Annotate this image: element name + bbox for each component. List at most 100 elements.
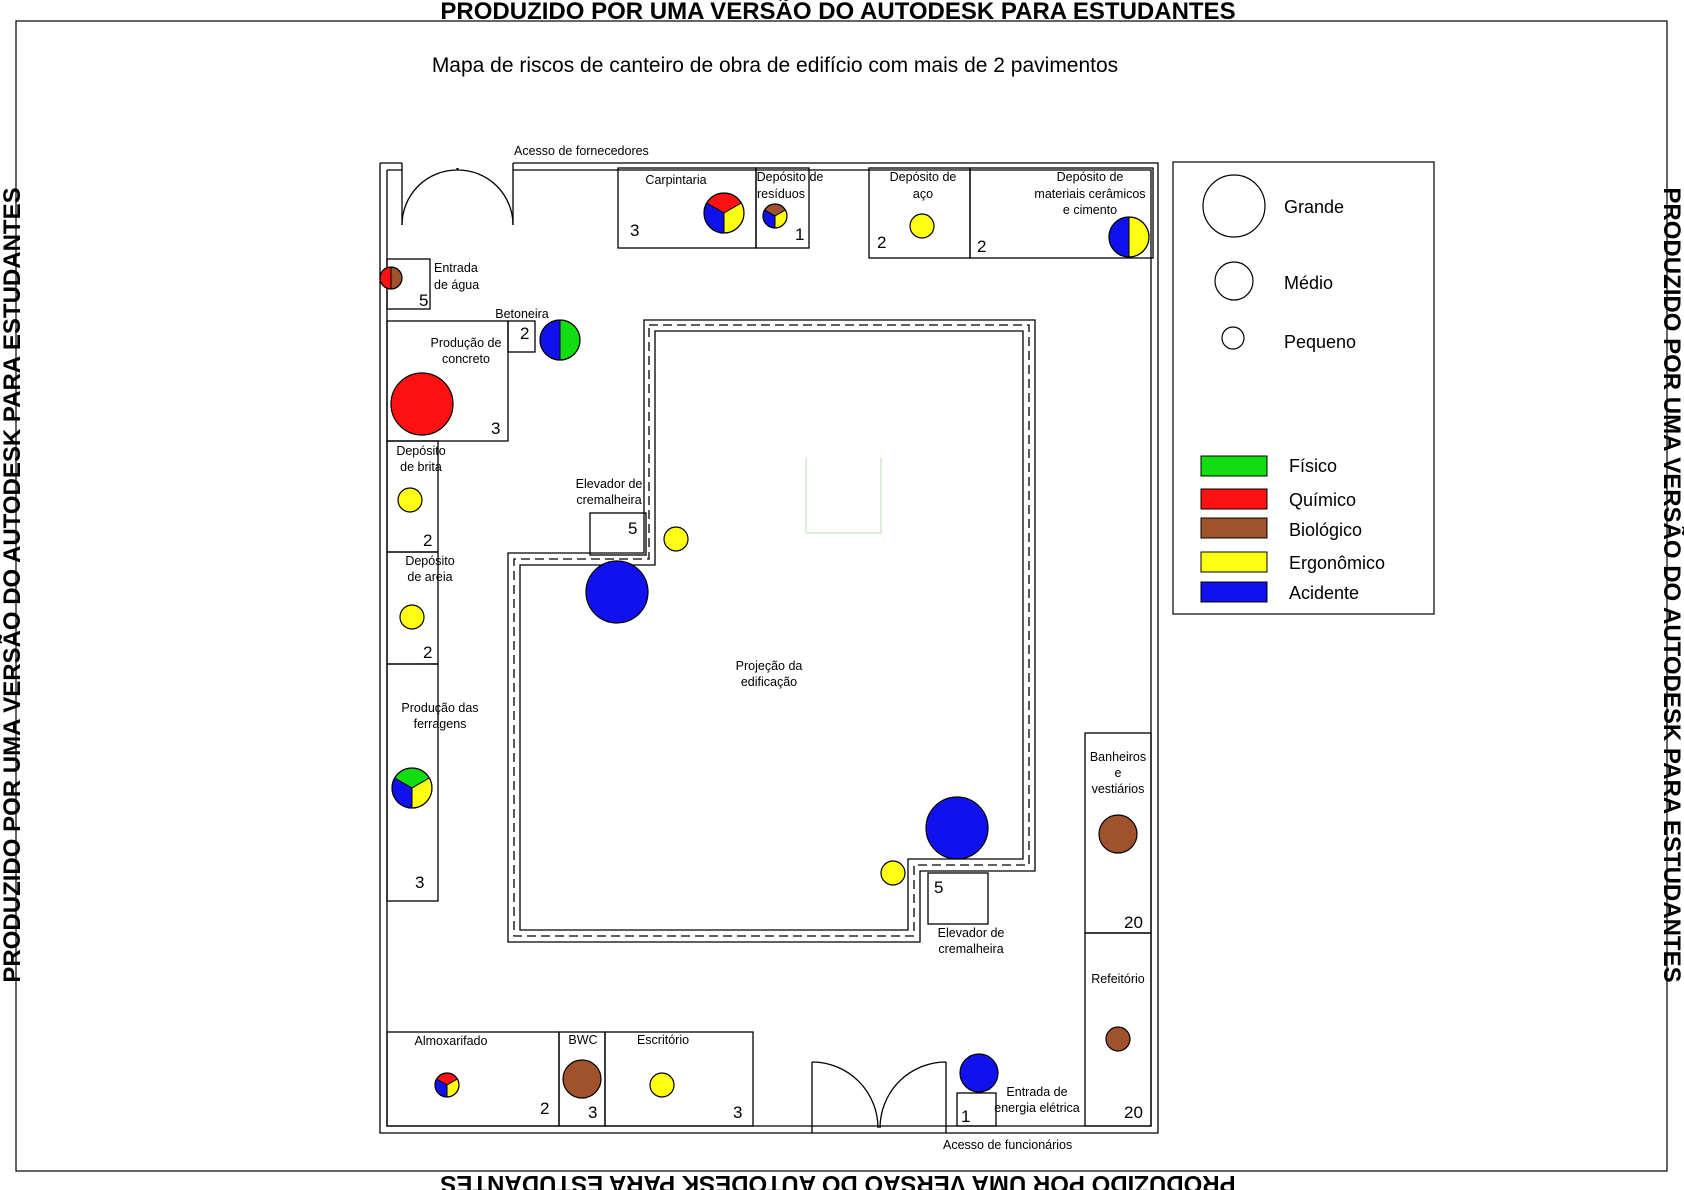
elevator-1-risk-ergonomico [664,527,688,551]
water-inlet-risk [379,266,403,290]
building-east-accident-risk-acidente [926,797,988,859]
elevator-1-risk [663,526,689,552]
building-west-accident-risk [585,560,649,624]
elevator-2-risk-ergonomico [881,861,905,885]
svg-text:1: 1 [795,225,804,244]
building-east-accident-risk-outline [925,796,989,860]
bathrooms-risk [1098,814,1138,854]
svg-text:20: 20 [1124,1103,1143,1122]
svg-text:2: 2 [877,233,886,252]
svg-text:de água: de água [434,278,479,292]
concrete-production-risk-quimico [391,373,453,435]
svg-text:3: 3 [588,1103,597,1122]
power-inlet-risk-acidente [960,1054,998,1092]
accident-swatch [1200,581,1268,603]
svg-text:Entrada: Entrada [434,261,478,275]
svg-text:de areia: de areia [407,570,452,584]
svg-text:ferragens: ferragens [414,717,467,731]
svg-text:de brita: de brita [400,460,442,474]
gravel-deposit-risk-ergonomico [398,488,422,512]
gravel-deposit-risk-outline [397,487,423,513]
svg-text:Depósito: Depósito [405,554,454,568]
ceramics-deposit-risk-outline [1108,216,1150,258]
steel-deposit-risk [909,213,935,239]
svg-text:aço: aço [913,187,933,201]
concrete-production-area: Produção de concreto 3 [386,320,509,442]
carpentry-risk-outline [703,192,745,234]
toilet-risk-outline [562,1059,602,1099]
concrete-mixer-area: Betoneira 2 [495,307,549,353]
svg-text:materiais cerâmicos: materiais cerâmicos [1034,187,1145,201]
building-west-accident-risk-acidente [586,561,648,623]
ceramics-deposit-risk [1108,216,1150,258]
ergonomic-swatch [1200,551,1268,573]
svg-text:Entrada de: Entrada de [1006,1085,1067,1099]
water-inlet-area: Entrada de água 5 [386,258,479,310]
svg-text:Elevador de: Elevador de [576,477,643,491]
sand-deposit-risk-outline [399,604,425,630]
page-title: Mapa de riscos de canteiro de obra de ed… [432,54,1118,77]
toilet-risk [562,1059,602,1099]
svg-text:Físico: Físico [1289,456,1337,476]
concrete-production-risk [390,372,454,436]
svg-text:cremalheira: cremalheira [938,942,1003,956]
steel-deposit-risk-outline [909,213,935,239]
water-inlet-risk-quimico [379,266,392,290]
svg-text:BWC: BWC [568,1033,597,1047]
sand-deposit-risk [399,604,425,630]
svg-text:Depósito de: Depósito de [1057,170,1124,184]
building-west-accident-risk-outline [585,560,649,624]
ceramics-deposit-area: Depósito de materiais cerâmicos e ciment… [969,167,1154,259]
power-inlet-area: Entrada de energia elétrica 1 [956,1085,1080,1127]
svg-text:e cimento: e cimento [1063,203,1117,217]
svg-text:Médio: Médio [1284,273,1333,293]
svg-text:Almoxarifado: Almoxarifado [415,1034,488,1048]
svg-text:resíduos: resíduos [757,187,805,201]
steel-deposit-risk-ergonomico [910,214,934,238]
concrete-mixer-risk-fisico [559,319,581,361]
size-medium-icon [1214,261,1254,301]
svg-text:1: 1 [961,1107,970,1126]
waste-deposit-area: Depósito de resíduos 1 [755,167,823,249]
waste-deposit-risk-outline [762,203,788,229]
svg-text:concreto: concreto [442,352,490,366]
svg-text:Grande: Grande [1284,197,1344,217]
svg-text:energia elétrica: energia elétrica [994,1101,1080,1115]
svg-text:Betoneira: Betoneira [495,307,549,321]
biological-swatch [1200,517,1268,539]
page-border [15,20,1668,1172]
watermark-top: PRODUZIDO POR UMA VERSÃO DO AUTODESK PAR… [440,0,1235,25]
building-east-accident-risk [925,796,989,860]
rebar-production-area: Produção das ferragens 3 [386,663,479,902]
toilet-risk-biologico [563,1060,601,1098]
svg-text:3: 3 [491,419,500,438]
svg-text:2: 2 [520,324,529,343]
water-inlet-risk-biologico [390,266,403,290]
svg-text:5: 5 [628,519,637,538]
svg-text:cremalheira: cremalheira [576,493,641,507]
carpentry-risk [703,192,745,234]
elevator-1-risk-outline [663,526,689,552]
svg-text:2: 2 [977,237,986,256]
legend: Grande Médio Pequeno Físico Químico Biol… [1172,161,1435,615]
svg-text:Elevador de: Elevador de [938,926,1005,940]
svg-text:Químico: Químico [1289,490,1356,510]
concrete-production-risk-outline [390,372,454,436]
office-risk [649,1072,675,1098]
svg-text:Depósito: Depósito [396,444,445,458]
steel-deposit-area: Depósito de aço 2 [868,167,971,259]
risk-markers [379,192,1150,1099]
svg-text:Produção de: Produção de [431,336,502,350]
bathrooms-area: Banheiros e vestiários 20 [1084,732,1152,934]
cafeteria-risk [1105,1026,1131,1052]
water-inlet-risk-outline [379,266,403,290]
gravel-deposit-area: Depósito de brita 2 [386,440,446,553]
ceramics-deposit-risk-ergonomico [1128,216,1150,258]
svg-text:e: e [1115,766,1122,780]
gravel-deposit-risk [397,487,423,513]
watermark-right: PRODUZIDO POR UMA VERSÃO DO AUTODESK PAR… [1658,187,1684,982]
rack-elevator-1: Elevador de cremalheira 5 [576,477,647,556]
svg-text:2: 2 [540,1099,549,1118]
office-risk-ergonomico [650,1073,674,1097]
svg-text:Biológico: Biológico [1289,520,1362,540]
